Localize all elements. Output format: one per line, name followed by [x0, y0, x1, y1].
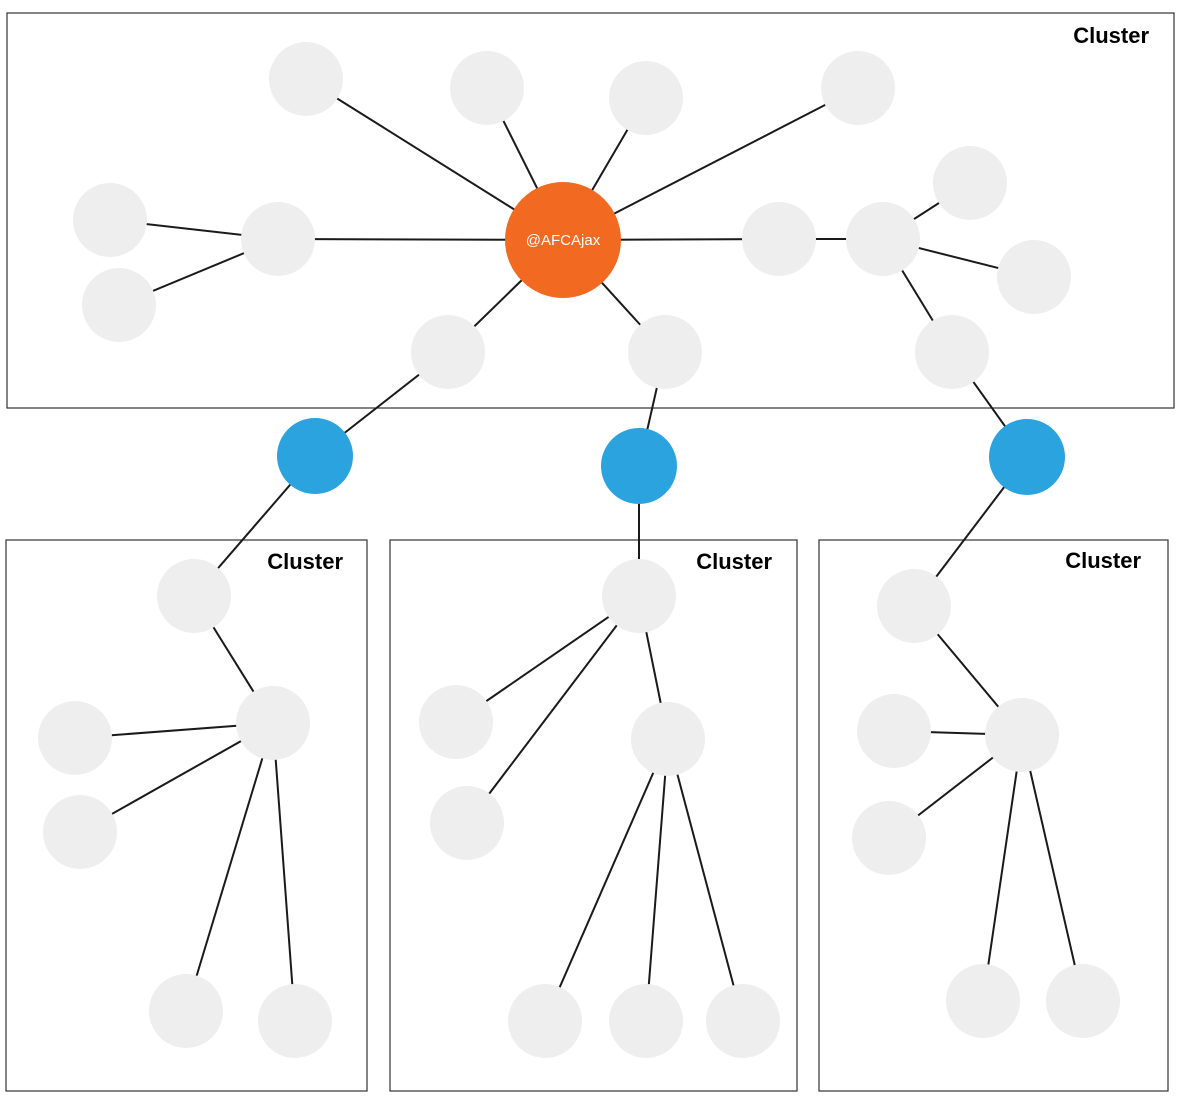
node-l6: [258, 984, 332, 1058]
node-l1: [157, 559, 231, 633]
edge-l2-l6: [272, 722, 296, 1022]
node-m3: [430, 786, 504, 860]
cluster-title-left: Cluster: [267, 549, 343, 574]
node-r2: [857, 694, 931, 768]
node-m1: [602, 559, 676, 633]
node-t14: [915, 315, 989, 389]
node-l4: [43, 795, 117, 869]
cluster-title-right: Cluster: [1065, 548, 1141, 573]
edge-r3-r5: [982, 734, 1023, 1002]
node-r5: [946, 964, 1020, 1038]
nodes: [38, 42, 1120, 1058]
node-m4: [631, 702, 705, 776]
node-t13: [997, 240, 1071, 314]
node-t2: [450, 51, 524, 125]
node-t1: [269, 42, 343, 116]
node-t12: [933, 146, 1007, 220]
edge-m1-m2: [455, 595, 640, 723]
node-t4: [821, 51, 895, 125]
node-l2: [236, 686, 310, 760]
cluster-box-top: [6, 12, 1175, 409]
node-t11: [846, 202, 920, 276]
edge-l2-l5: [185, 722, 274, 1012]
node-t6: [82, 268, 156, 342]
node-m5: [508, 984, 582, 1058]
cluster-box-left: [5, 539, 368, 1092]
edge-m1-m3: [466, 595, 640, 824]
node-l5: [149, 974, 223, 1048]
node-t8: [411, 315, 485, 389]
cluster-title-top: Cluster: [1073, 23, 1149, 48]
node-r6: [1046, 964, 1120, 1038]
edge-m4-m6: [645, 738, 669, 1022]
bridge-node-b1: [277, 418, 353, 494]
edge-r3-r6: [1021, 734, 1084, 1002]
edge-m4-m5: [544, 738, 669, 1022]
node-m6: [609, 984, 683, 1058]
node-m7: [706, 984, 780, 1058]
node-t9: [628, 315, 702, 389]
hub-label: @AFCAjax: [526, 232, 601, 249]
node-t5: [73, 183, 147, 257]
node-r1: [877, 569, 951, 643]
cluster-box-middle: [389, 539, 798, 1092]
node-t3: [609, 61, 683, 135]
node-m2: [419, 685, 493, 759]
node-r4: [852, 801, 926, 875]
cluster-box-right: [818, 539, 1169, 1092]
cluster-title-middle: Cluster: [696, 549, 772, 574]
bridge-node-b3: [989, 419, 1065, 495]
edge-m4-m7: [667, 738, 744, 1022]
bridge-node-b2: [601, 428, 677, 504]
node-t10: [742, 202, 816, 276]
hub-node: [505, 182, 621, 298]
node-l3: [38, 701, 112, 775]
node-r3: [985, 698, 1059, 772]
node-t7: [241, 202, 315, 276]
